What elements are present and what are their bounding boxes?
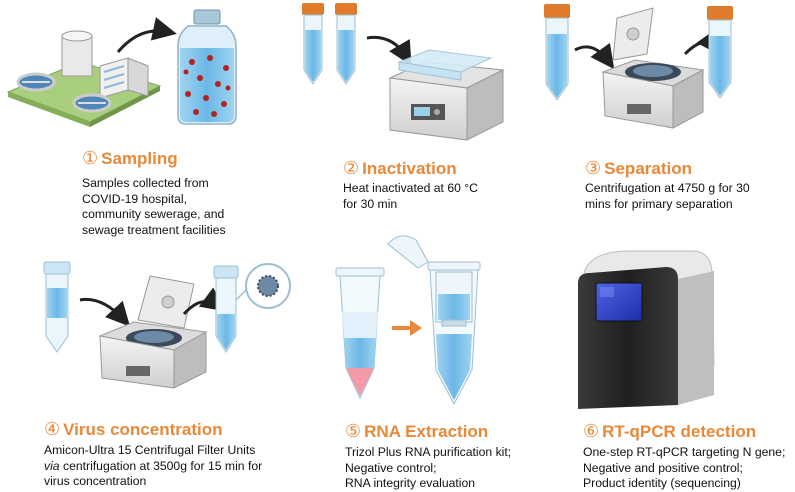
separation-illustration xyxy=(535,0,795,150)
step-description: Heat inactivated at 60 °C for 30 min xyxy=(343,181,478,212)
step-description: Trizol Plus RNA purification kit; Negati… xyxy=(345,445,511,492)
rna-extraction-illustration xyxy=(330,228,500,413)
step-number: ⑤ xyxy=(345,421,361,441)
step-number: ② xyxy=(343,158,359,178)
step-description: Centrifugation at 4750 g for 30 mins for… xyxy=(585,181,750,212)
step-description: Samples collected from COVID-19 hospital… xyxy=(82,176,226,238)
sampling-illustration xyxy=(0,0,260,140)
step-number: ⑥ xyxy=(583,421,599,441)
virus-concentration-illustration xyxy=(38,256,308,391)
qpcr-machine-illustration xyxy=(570,245,720,415)
inactivation-illustration xyxy=(295,0,515,150)
step-number: ④ xyxy=(44,419,60,439)
step-description: Amicon-Ultra 15 Centrifugal Filter Units… xyxy=(44,443,262,490)
step-description: One-step RT-qPCR targeting N gene; Negat… xyxy=(583,445,785,492)
step-number: ① xyxy=(82,148,98,168)
step-number: ③ xyxy=(585,158,601,178)
